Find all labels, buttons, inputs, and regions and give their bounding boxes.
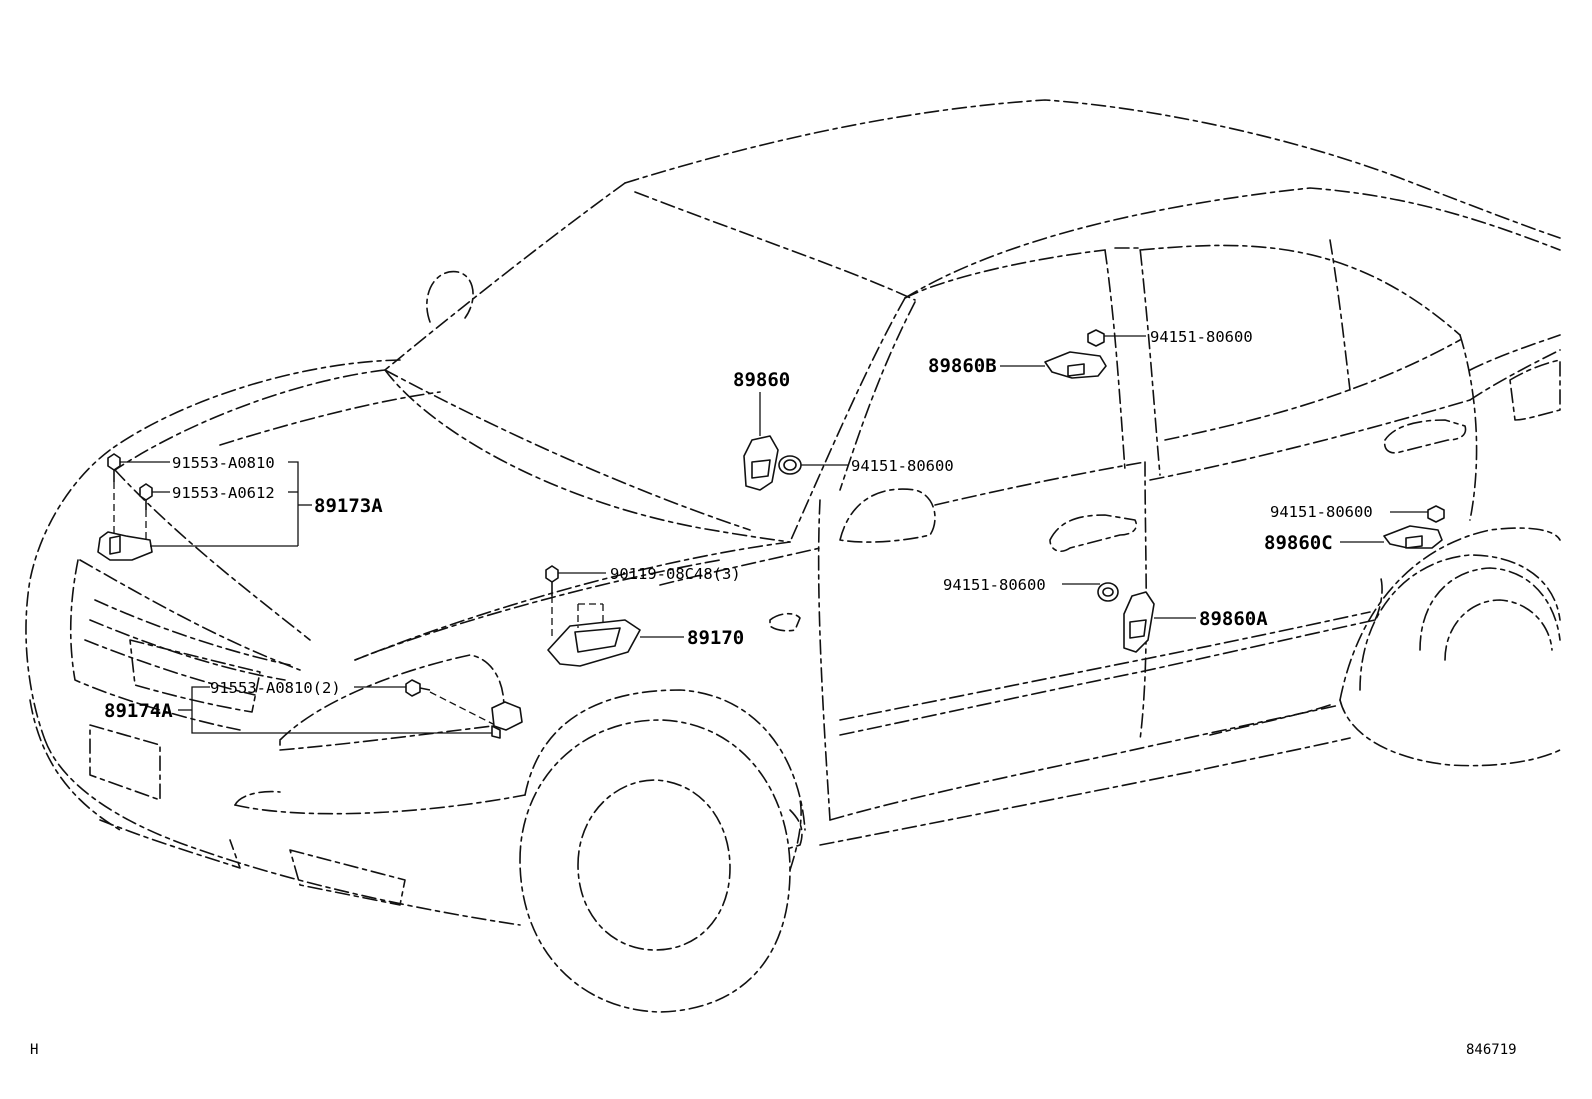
label-89174A: 89174A bbox=[104, 700, 173, 722]
sensor-89860A bbox=[1123, 591, 1196, 653]
bolt-91553-A0810-2 bbox=[354, 679, 496, 726]
car-outline bbox=[25, 99, 1561, 1013]
footer-left-code: H bbox=[30, 1042, 38, 1058]
label-89860: 89860 bbox=[733, 369, 790, 391]
label-89860-nut: 94151-80600 bbox=[851, 457, 954, 475]
label-89173A-bolt1: 91553-A0810 bbox=[172, 454, 275, 472]
nut-89860C bbox=[1390, 505, 1445, 523]
bracket-89173A bbox=[288, 461, 312, 546]
nut-89860 bbox=[778, 455, 848, 475]
sensor-89174A bbox=[491, 701, 523, 739]
sensor-89860C bbox=[1340, 525, 1443, 549]
bolt-91553-A0612 bbox=[139, 483, 170, 540]
bolt-91553-A0810 bbox=[107, 453, 170, 540]
footer-diagram-number: 846719 bbox=[1466, 1042, 1517, 1058]
sensor-89860B bbox=[1000, 351, 1107, 379]
label-89860B-nut: 94151-80600 bbox=[1150, 328, 1253, 346]
nut-89860A bbox=[1062, 582, 1119, 602]
bracket-89174A bbox=[178, 686, 492, 734]
label-89860C: 89860C bbox=[1264, 532, 1333, 554]
label-89860C-nut: 94151-80600 bbox=[1270, 503, 1373, 521]
callout-labels: 89860 89860B 94151-80600 94151-80600 915… bbox=[30, 328, 1517, 1058]
label-89173A: 89173A bbox=[314, 495, 383, 517]
label-89860A-nut: 94151-80600 bbox=[943, 576, 1046, 594]
label-89860A: 89860A bbox=[1199, 608, 1268, 630]
label-89174A-bolt: 91553-A0810(2) bbox=[210, 679, 341, 697]
label-89170: 89170 bbox=[687, 627, 744, 649]
nut-89860B bbox=[1087, 329, 1146, 347]
bolt-90119-08C48 bbox=[545, 565, 606, 640]
label-89860B: 89860B bbox=[928, 355, 997, 377]
ecu-89170 bbox=[547, 603, 684, 667]
sensor-89860 bbox=[743, 392, 779, 491]
label-89170-bolt: 90119-08C48(3) bbox=[610, 565, 741, 583]
sensor-89173A bbox=[97, 531, 298, 561]
label-89173A-bolt2: 91553-A0612 bbox=[172, 484, 275, 502]
